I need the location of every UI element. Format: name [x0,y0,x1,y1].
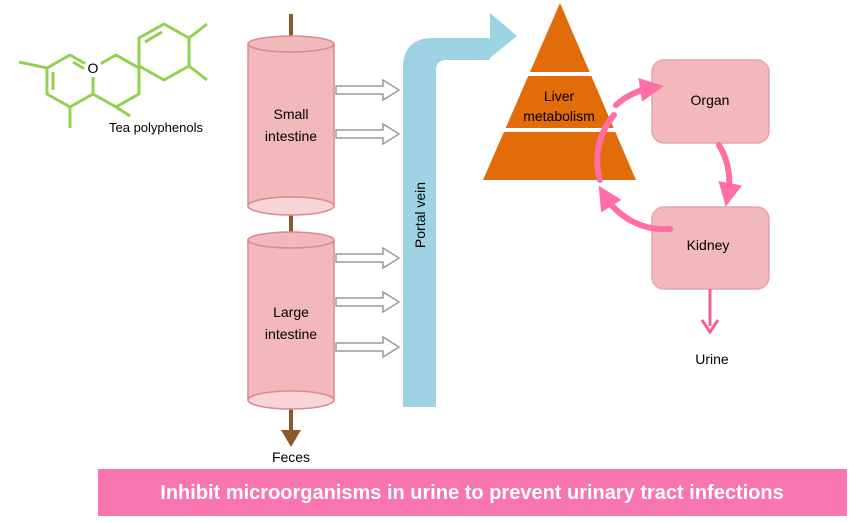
portal-vein-arrow [403,13,517,407]
large-intestine-label-line2: intestine [265,326,317,342]
urine-arrow-icon [700,319,720,335]
conclusion-banner [98,469,847,516]
large-intestine [247,231,335,410]
liver-label-line2: metabolism [523,108,595,124]
tea-polyphenols-label: Tea polyphenols [109,120,203,135]
portal-vein-label: Portal vein [412,182,428,248]
oxygen-atom-gap [84,59,102,77]
small-intestine-label-line1: Small [273,106,308,122]
kidney-label: Kidney [687,237,730,253]
circulation-cycle [594,77,743,233]
tea-polyphenol-molecule-icon [18,22,208,128]
feces-arrow-icon [281,430,301,447]
absorption-arrow-icon [335,290,401,314]
feces-label: Feces [272,449,310,465]
absorption-arrow-icon [335,246,401,270]
small-intestine-label-line2: intestine [265,128,317,144]
liver-label-line1: Liver [544,88,575,104]
absorption-arrow-icon [335,335,401,359]
large-intestine-label-line1: Large [273,304,309,320]
oxygen-atom-label: O [88,60,99,76]
organ-label: Organ [691,92,730,108]
absorption-arrow-icon [335,122,401,146]
liver-pyramid [483,3,636,180]
absorption-arrows [335,78,401,359]
small-intestine [247,35,335,216]
conclusion-banner-text: Inhibit microorganisms in urine to preve… [160,482,783,504]
absorption-arrow-icon [335,78,401,102]
urine-label: Urine [695,351,729,367]
